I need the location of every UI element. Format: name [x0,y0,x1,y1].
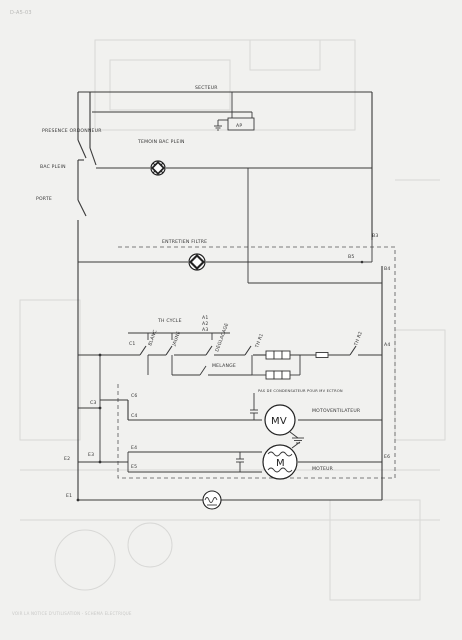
label-blanc: BLANC [147,329,158,347]
terminal-b4: B4 [384,266,390,272]
entretien-filtre-lamp: ENTRETIEN FILTRE [78,239,362,271]
show-through-background [19,39,446,601]
label-th-cycle: TH CYCLE [157,318,182,324]
label-a1: A1 [202,315,208,321]
terminal-b3: B3 [372,233,378,239]
terminal-e2: E2 [64,456,70,462]
terminal-e6: E6 [384,454,390,460]
label-jaune: JAUNE [171,330,182,347]
label-porte: PORTE [36,196,52,202]
terminal-b5: B5 [348,254,354,260]
label-a2: A2 [202,321,208,327]
label-a3: A3 [202,327,208,333]
label-entretien-filtre: ENTRETIEN FILTRE [162,239,207,245]
temoin-bac-plein-lamp: TEMOIN BAC PLEIN [96,139,372,176]
heater-element [273,350,283,360]
melange-branch: MELANGE [147,355,301,380]
label-secteur: SECTEUR [195,85,218,91]
terminal-e1: E1 [66,493,72,499]
label-moteur: MOTEUR [312,466,334,472]
terminal-e4: E4 [131,445,137,451]
heater-element [281,350,291,360]
fuse [315,352,329,358]
terminal-c3: C3 [90,400,97,406]
terminal-c1: C1 [129,341,136,347]
terminal-a4: A4 [384,342,390,348]
footer-text: VOIR LA NOTICE D'UTILISATION - SCHEMA EL… [12,611,132,616]
th-cycle-thermostat: TH CYCLE A1 A2 A3 BLANC JAUNE DEGLACAGE … [128,315,364,353]
label-m: M [276,458,285,469]
element-icon [202,490,222,510]
appliance-enclosure [117,246,396,479]
ap-protection-box: AP [214,117,255,131]
mains-supply: SECTEUR [77,85,373,240]
label-melange: MELANGE [212,363,236,369]
terminal-block-b: B3 B5 B4 [247,168,390,500]
label-temoin-bac-plein: TEMOIN BAC PLEIN [137,139,185,145]
label-deglacage: DEGLACAGE [214,322,230,352]
c1-heater-circuit: C1 A4 [78,341,390,360]
heater-element [265,350,275,360]
terminal-c6: C6 [131,393,138,399]
label-ap: AP [236,123,242,129]
label-presence-ordonneur: PRESENCE ORDONNEUR [42,128,102,134]
terminal-e5: E5 [131,464,137,470]
motoventilateur-icon [264,404,296,436]
terminal-c4: C4 [131,413,138,419]
label-condensateur-note: PAS DE CONDENSATEUR POUR MV ECTRON [258,389,343,393]
label-th-r1: TH R1 [254,333,265,350]
porte-switch: PORTE [36,196,87,500]
corner-code: D-A5-03 [10,10,32,16]
presence-ordonneur-switch: PRESENCE ORDONNEUR [42,112,102,159]
moteur-icon [262,444,298,480]
label-th-r2: TH R2 [353,331,364,348]
label-mv: MV [271,416,287,427]
terminal-e3: E3 [88,452,94,458]
bac-plein-switch: BAC PLEIN [40,147,97,200]
e1-return-line: E1 [66,490,382,510]
moteur-circuit: E4 E3 E2 E5 E6 M MOTEUR [64,408,390,480]
label-bac-plein: BAC PLEIN [40,164,66,170]
label-motoventilateur: MOTOVENTILATEUR [312,408,361,414]
motoventilateur-circuit: C6 C3 C4 PAS DE CONDENSATEUR POUR MV ECT… [78,355,382,444]
